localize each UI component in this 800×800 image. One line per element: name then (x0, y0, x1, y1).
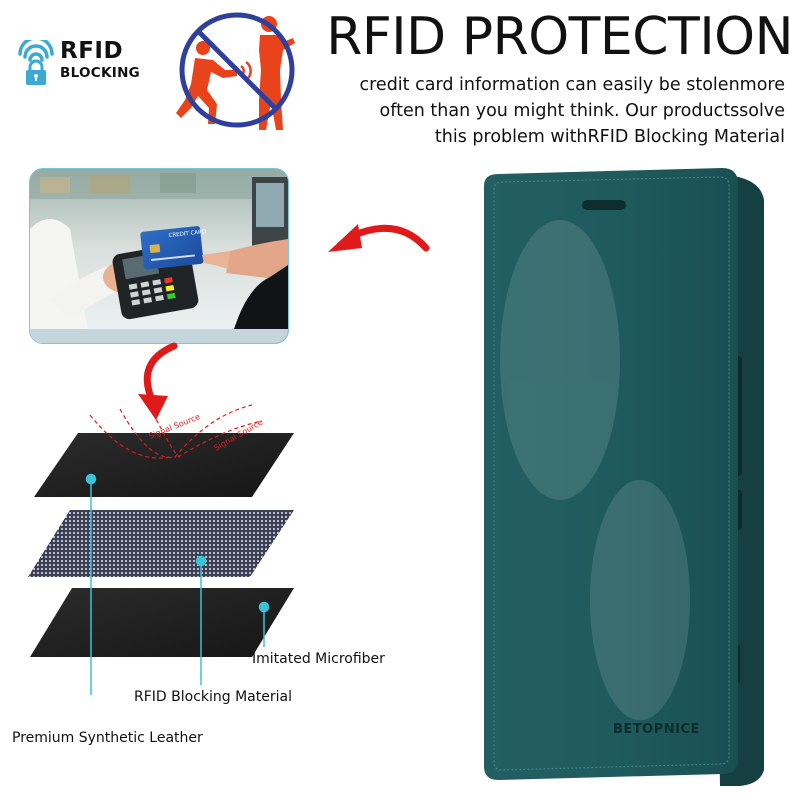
rfid-material-label: RFID Blocking Material (134, 689, 292, 705)
page-title: RFID PROTECTION (326, 7, 793, 67)
card-label: CREDIT CARD (168, 229, 206, 239)
rfid-material-layer (28, 510, 294, 577)
arrow-left-icon (328, 224, 430, 252)
description-line: often than you might think. Our products… (379, 101, 785, 121)
arrow-down-icon (138, 342, 178, 420)
badge-line-rfid: RFID (60, 38, 124, 64)
no-skimming-icon (176, 12, 295, 130)
microfiber-layer (30, 588, 294, 657)
wallet-phone-case (484, 168, 764, 786)
description: credit card information can easily be st… (330, 72, 786, 150)
microfiber-label: Imitated Microfiber (252, 651, 385, 667)
brand-logo: BETOPNICE (613, 722, 700, 737)
leather-label: Premium Synthetic Leather (12, 730, 203, 746)
rfid-lock-icon (18, 40, 54, 85)
leather-layer (34, 433, 294, 497)
card-payment-photo: CREDIT CARD (29, 168, 289, 344)
rfid-layers-diagram: Signal Source Signal Source (28, 404, 294, 695)
description-line: credit card information can easily be st… (359, 75, 786, 95)
badge-line-blocking: BLOCKING (60, 65, 141, 81)
description-line: this problem withRFID Blocking Material (434, 127, 785, 147)
rfid-blocking-badge: RFID BLOCKING (14, 38, 154, 90)
